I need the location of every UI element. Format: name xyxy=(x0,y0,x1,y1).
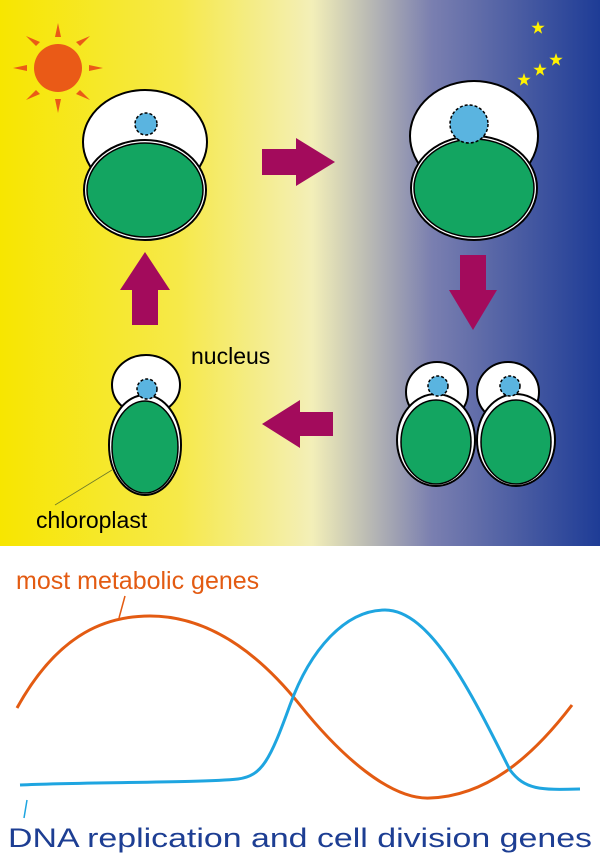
arrow-left xyxy=(262,400,333,448)
metabolic-genes-curve xyxy=(15,614,574,800)
cell-top-left xyxy=(82,89,208,241)
arrow-right xyxy=(262,138,335,186)
nucleus-label: nucleus xyxy=(191,343,270,369)
chloroplast-leader-line xyxy=(54,469,113,506)
nucleus xyxy=(136,378,158,400)
metabolic-genes-label: most metabolic genes xyxy=(16,567,259,595)
star-icon xyxy=(517,21,563,86)
cell-division-genes-label: DNA replication and cell division genes xyxy=(8,823,592,853)
nucleus xyxy=(427,375,449,397)
cell-division-genes-leader xyxy=(23,799,28,819)
chloroplast-label: chloroplast xyxy=(36,507,148,533)
arrow-up xyxy=(120,252,170,325)
nucleus xyxy=(134,112,158,136)
cell-top-right xyxy=(409,80,539,241)
nucleus xyxy=(449,104,489,144)
arrow-down xyxy=(449,255,497,330)
cell-division-genes-curve xyxy=(19,608,581,791)
metabolic-genes-leader xyxy=(118,595,126,619)
cell-bottom-left xyxy=(108,354,182,496)
cycle-arrows xyxy=(120,138,497,448)
cell-dividing xyxy=(396,361,556,487)
nucleus xyxy=(499,375,521,397)
sun-icon xyxy=(13,23,103,113)
